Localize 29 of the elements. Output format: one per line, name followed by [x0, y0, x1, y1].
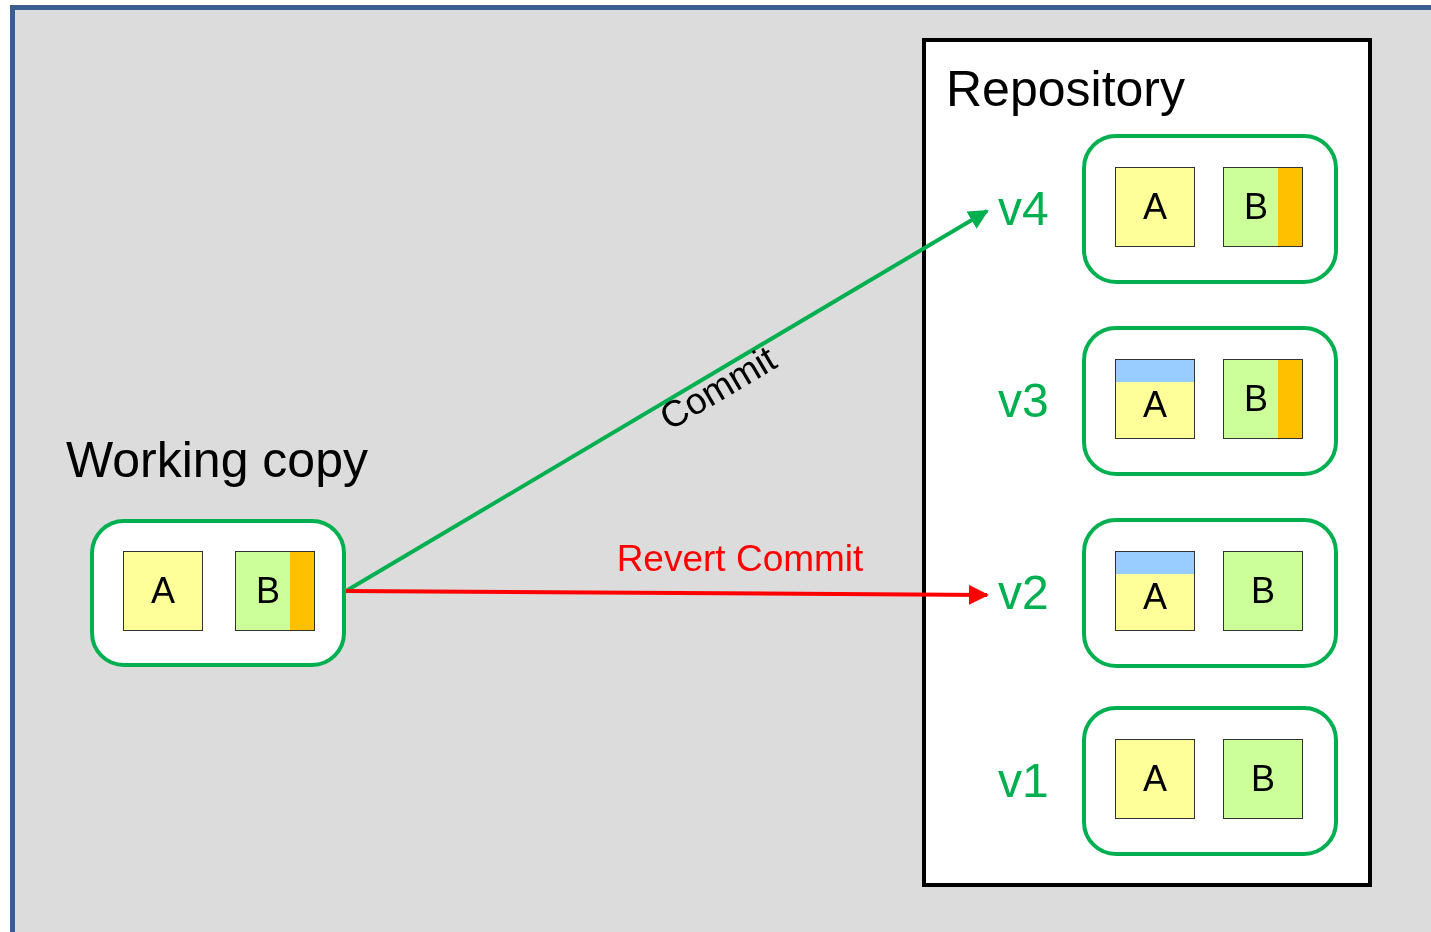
- edge-label: Revert Commit: [616, 539, 864, 577]
- file-box: [1223, 739, 1303, 819]
- box-heading: Working copy: [66, 435, 368, 485]
- file-name: A: [1143, 186, 1167, 228]
- file-name: B: [1251, 758, 1275, 800]
- file-name: A: [1143, 383, 1167, 426]
- file-name: A: [1143, 575, 1167, 618]
- file-box: [123, 551, 203, 631]
- file-name: A: [151, 570, 175, 612]
- file-box: [1115, 739, 1195, 819]
- file-box: [235, 551, 315, 631]
- file-name: B: [1244, 378, 1269, 420]
- file-box: [1115, 167, 1195, 247]
- repository-panel: [922, 38, 1372, 887]
- panel-heading: Repository: [946, 64, 1185, 114]
- file-box: [1223, 359, 1303, 439]
- file-name: B: [256, 570, 281, 612]
- version-label: v3: [998, 377, 1049, 425]
- file-name: B: [1251, 570, 1275, 612]
- file-box: [1223, 551, 1303, 631]
- file-box: [1223, 167, 1303, 247]
- version-label: v1: [998, 757, 1049, 805]
- file-box: [1115, 551, 1195, 631]
- file-name: A: [1143, 758, 1167, 800]
- version-label: v2: [998, 569, 1049, 617]
- file-box: [1115, 359, 1195, 439]
- arrow: [346, 584, 989, 605]
- file-name: B: [1244, 186, 1269, 228]
- version-label: v4: [998, 185, 1049, 233]
